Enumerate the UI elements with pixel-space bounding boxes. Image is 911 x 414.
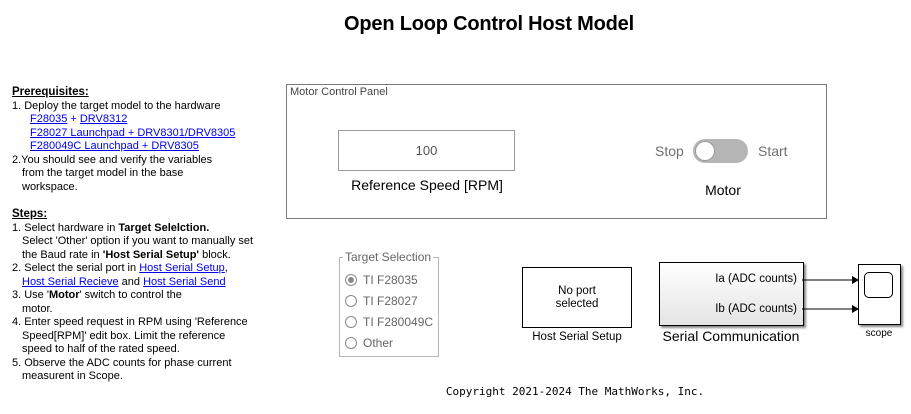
step-4-line2: Speed[RPM]' edit box. Limit the referenc…	[22, 329, 226, 342]
output-port-ia: Ia (ADC counts)	[715, 273, 797, 285]
serial-communication-block[interactable]: Ia (ADC counts) Ib (ADC counts)	[659, 262, 804, 326]
link-f28035[interactable]: F28035	[30, 113, 68, 125]
step-3-suffix: ' switch to control the	[79, 289, 182, 301]
step-1-line2: Select 'Other' option if you want to man…	[22, 235, 254, 247]
step-2-line2: Host Serial Recieve and Host Serial Send	[12, 276, 282, 290]
status-line-2: selected	[555, 297, 599, 310]
link-host-serial-send[interactable]: Host Serial Send	[143, 275, 226, 288]
radio-option-f28027[interactable]: TI F28027	[345, 294, 418, 308]
link-f280049c-launchpad[interactable]: F280049C Launchpad + DRV8305	[30, 140, 199, 152]
serial-communication-label: Serial Communication	[662, 328, 800, 344]
panel-title: Motor Control Panel	[290, 86, 388, 98]
host-serial-setup-status: No port selected	[556, 285, 599, 311]
output-port-ib: Ib (ADC counts)	[715, 303, 797, 315]
step-5: 5. Observe the ADC counts for phase curr…	[12, 356, 232, 369]
and-text: and	[118, 275, 144, 288]
host-serial-setup-block[interactable]: No port selected	[522, 267, 632, 328]
radio-button[interactable]	[345, 295, 357, 307]
step-2-text: 2. Select the serial port in	[12, 262, 140, 274]
target-selection-title: Target Selection	[343, 250, 434, 264]
arrowhead-ia-icon	[852, 276, 859, 284]
step-5-line2: measurent in Scope.	[22, 370, 123, 382]
status-line-1: No port	[558, 284, 596, 297]
step-1-line3-text: the Baud rate in	[22, 248, 103, 261]
prerequisites-heading: Prerequisites:	[12, 86, 89, 98]
switch-stop-label: Stop	[655, 143, 684, 159]
steps-heading: Steps:	[12, 208, 48, 220]
model-title: Open Loop Control Host Model	[344, 13, 634, 35]
reference-speed-edit-box[interactable]: 100	[338, 130, 515, 171]
scope-icon	[864, 272, 893, 298]
step-3: 3. Use 'Motor' switch to control the	[12, 289, 282, 303]
radio-label: TI F28035	[363, 273, 418, 287]
step-1-line3-suffix: block.	[199, 248, 231, 261]
step-1-bold: Target Selelction.	[118, 221, 210, 234]
step-1-line3-bold: 'Host Serial Setup'	[102, 248, 200, 261]
reference-speed-label: Reference Speed [RPM]	[351, 177, 503, 193]
step-1: 1. Select hardware in Target Selelction.	[12, 222, 282, 236]
step-2: 2. Select the serial port in Host Serial…	[12, 262, 282, 276]
prereq-step-2-line2: from the target model in the base	[22, 167, 184, 179]
arrowhead-ib-icon	[852, 305, 859, 313]
target-selection-group: Target Selection TI F28035 TI F28027 TI …	[339, 250, 439, 357]
model-notes: Prerequisites: 1. Deploy the target mode…	[12, 86, 282, 384]
link-host-serial-setup[interactable]: Host Serial Setup	[139, 262, 225, 274]
radio-button[interactable]	[345, 337, 357, 349]
link-host-serial-recieve[interactable]: Host Serial Recieve	[22, 275, 119, 288]
switch-start-label: Start	[758, 143, 788, 159]
comma-text: ,	[224, 262, 228, 274]
switch-knob[interactable]	[695, 141, 715, 161]
step-4-line3: speed to half of the rated speed.	[22, 343, 180, 355]
step-4: 4. Enter speed request in RPM using 'Ref…	[12, 316, 248, 328]
radio-label: TI F28027	[363, 294, 418, 308]
plus-text: +	[67, 113, 80, 125]
copyright-notice: Copyright 2021-2024 The MathWorks, Inc.	[445, 385, 705, 398]
scope-block[interactable]	[858, 264, 901, 325]
host-serial-setup-label: Host Serial Setup	[532, 331, 622, 343]
prereq-step-2: 2.You should see and verify the variable…	[12, 153, 213, 166]
radio-label: TI F280049C	[363, 315, 434, 329]
step-1-line3: the Baud rate in 'Host Serial Setup' blo…	[12, 249, 282, 263]
radio-button-selected[interactable]	[345, 274, 357, 286]
radio-option-f280049c[interactable]: TI F280049C	[345, 315, 433, 329]
scope-label: scope	[865, 328, 893, 339]
motor-switch[interactable]	[693, 139, 748, 163]
step-3-text: 3. Use '	[12, 289, 49, 301]
motor-control-panel: Motor Control Panel 100 Reference Speed …	[286, 84, 827, 219]
step-1-text: 1. Select hardware in	[12, 221, 119, 234]
radio-option-f28035[interactable]: TI F28035	[345, 273, 418, 287]
radio-button[interactable]	[345, 316, 357, 328]
prereq-step-1: 1. Deploy the target model to the hardwa…	[12, 99, 221, 112]
motor-switch-label: Motor	[705, 182, 741, 198]
signal-lines	[802, 276, 859, 313]
radio-option-other[interactable]: Other	[345, 336, 393, 350]
link-f28027-launchpad[interactable]: F28027 Launchpad + DRV8301/DRV8305	[30, 126, 236, 139]
prereq-link-row-f28035: F28035 + DRV8312	[12, 113, 282, 127]
step-3-bold: Motor	[48, 289, 80, 301]
step-3-line2: motor.	[22, 302, 53, 315]
radio-label: Other	[363, 336, 394, 350]
link-drv8312[interactable]: DRV8312	[79, 113, 128, 125]
prereq-step-2-line3: workspace.	[22, 180, 78, 193]
